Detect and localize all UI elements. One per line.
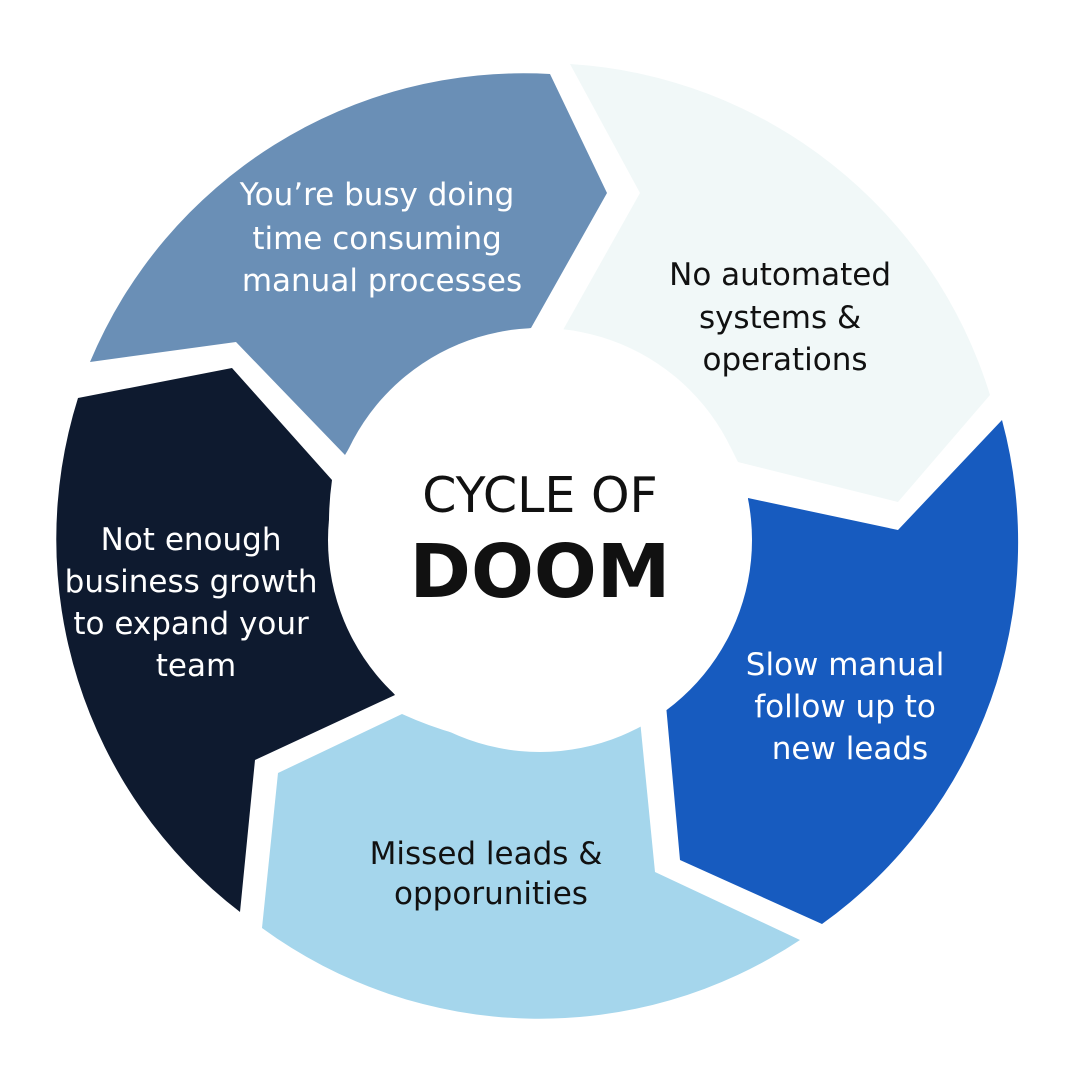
segment-not-enough-growth-shape (56, 368, 395, 912)
segment-missed-leads-text: Missed leads & opporunities (370, 836, 613, 912)
segment-no-automation-text: No automated systems & operations (669, 257, 901, 378)
segment-slow-follow-up-text: Slow manual follow up to new leads (746, 647, 954, 767)
segment-not-enough-growth-text: Not enough business growth to expand you… (65, 522, 328, 684)
segment-busy-text: You’re busy doing time consuming manual … (239, 177, 524, 299)
segment-missed-leads: Missed leads & opporunities (262, 714, 800, 1019)
center-hub (328, 328, 752, 752)
segment-missed-leads-shape (262, 714, 800, 1019)
segment-no-automation: No automated systems & operations (563, 64, 990, 502)
segment-slow-follow-up: Slow manual follow up to new leads (666, 420, 1019, 924)
segment-busy: You’re busy doing time consuming manual … (90, 73, 607, 455)
segment-slow-follow-up-shape (666, 420, 1019, 924)
center-title-line2: DOOM (410, 529, 671, 615)
segment-no-automation-shape (563, 64, 990, 502)
center-title-line1: CYCLE OF (422, 467, 657, 524)
segment-not-enough-growth: Not enough business growth to expand you… (56, 368, 395, 912)
segment-busy-shape (90, 73, 607, 455)
